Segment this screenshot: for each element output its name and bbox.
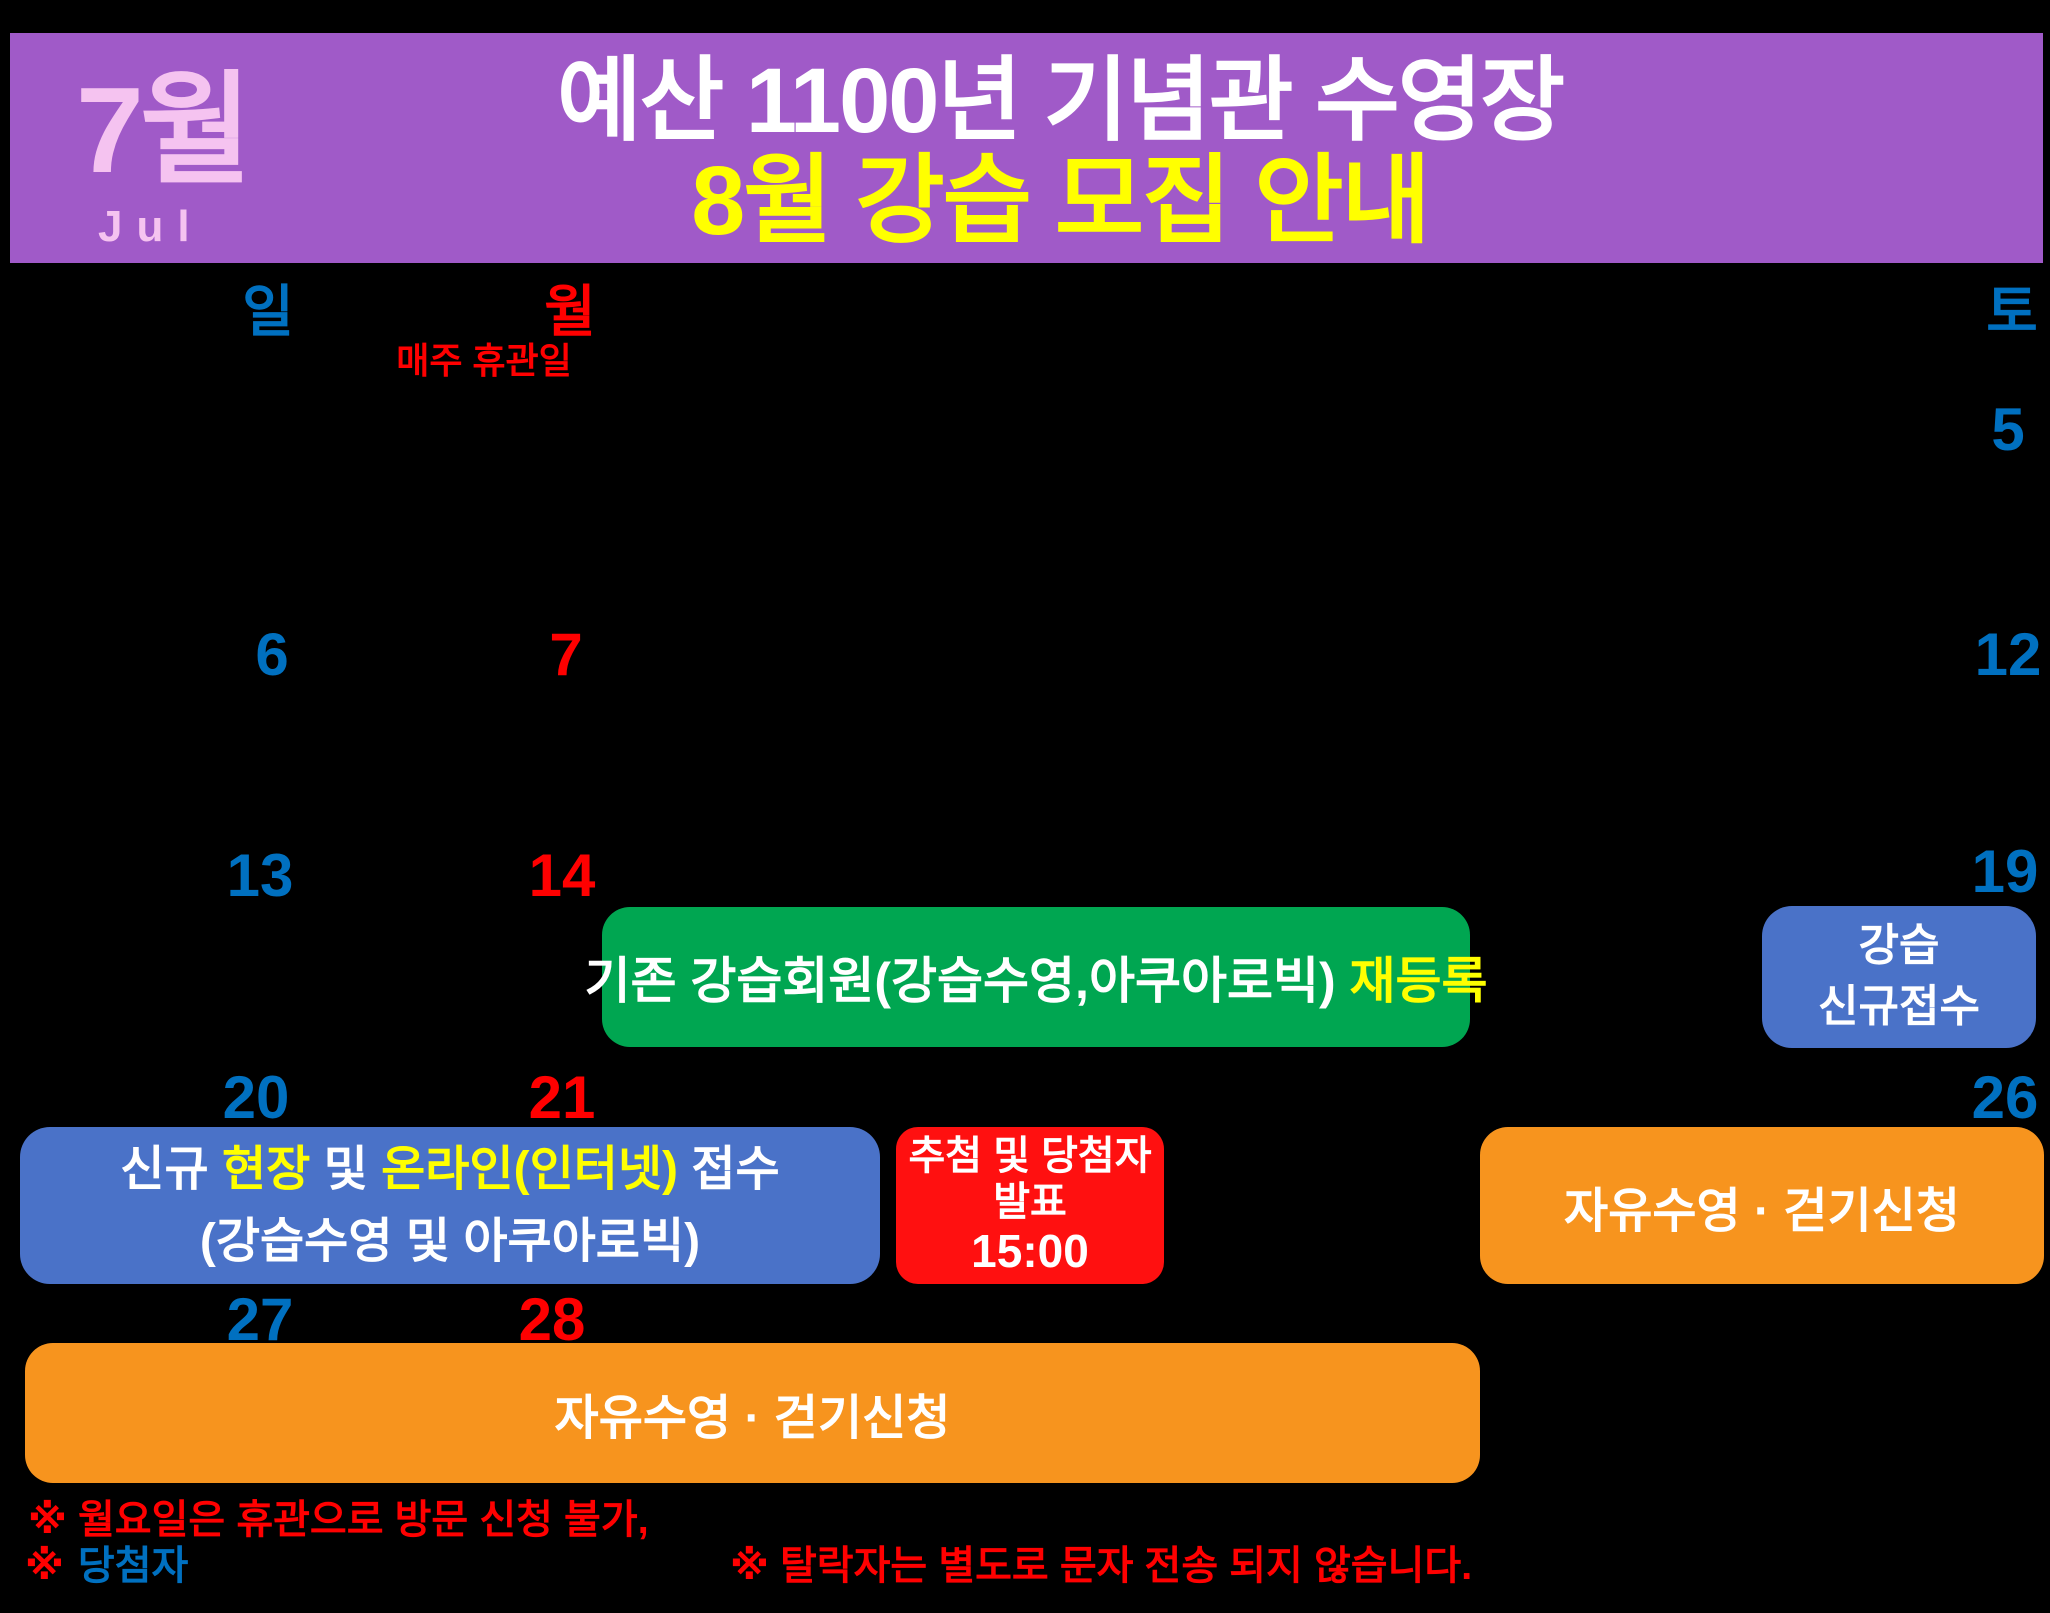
month-abbr: Jul: [98, 202, 204, 251]
date-cell-21: 21: [528, 1064, 596, 1131]
new-registration-line1: 신규 현장 및 온라인(인터넷) 접수: [120, 1142, 780, 1196]
date-cell-19: 19: [1971, 838, 2039, 905]
footnote-no-sms: ※ 탈락자는 별도로 문자 전송 되지 않습니다.: [730, 1544, 1473, 1588]
onsite-highlight: 현장: [221, 1142, 311, 1196]
date-cell-28: 28: [518, 1286, 586, 1353]
poster-title-line1: 예산 1100년 기념관 수영장: [556, 50, 1565, 152]
free-swim-bottom-bar: 자유수영 · 걷기신청: [25, 1343, 1480, 1483]
lesson-new-line1: 강습: [1858, 921, 1940, 971]
free-swim-bottom-text: 자유수영 · 걷기신청: [554, 1392, 951, 1445]
date-cell-13: 13: [226, 842, 294, 909]
lottery-announcement-bar: 추첨 및 당첨자 발표 15:00: [896, 1127, 1164, 1284]
monday-closed-note: 매주 휴관일: [396, 340, 572, 381]
lottery-line2: 발표: [993, 1180, 1067, 1225]
date-cell-12: 12: [1974, 621, 2042, 688]
date-cell-14: 14: [528, 842, 596, 909]
weekday-monday: 월: [544, 280, 596, 343]
reregistration-text: 기존 강습회원(강습수영,아쿠아로빅) 재등록: [584, 953, 1488, 1009]
lesson-new-line2: 신규접수: [1818, 982, 1980, 1031]
free-swim-right-bar: 자유수영 · 걷기신청: [1480, 1127, 2044, 1284]
footnote-winner-mark: ※: [25, 1544, 64, 1588]
reregistration-event-bar: 기존 강습회원(강습수영,아쿠아로빅) 재등록: [585, 907, 1488, 1047]
header-banner: 7월 Jul 예산 1100년 기념관 수영장 8월 강습 모집 안내: [10, 33, 2043, 263]
date-cell-7: 7: [549, 621, 583, 688]
date-cell-20: 20: [222, 1064, 290, 1131]
new-registration-bar: 신규 현장 및 온라인(인터넷) 접수 (강습수영 및 아쿠아로빅): [20, 1127, 880, 1284]
weekday-saturday: 토: [1986, 280, 2038, 343]
lesson-new-signup-bar: 강습 신규접수: [1762, 906, 2036, 1048]
free-swim-right-text: 자유수영 · 걷기신청: [1564, 1184, 1960, 1238]
weekday-sunday: 일: [242, 280, 294, 343]
footnote-winner-word: 당첨자: [77, 1544, 189, 1588]
date-cell-27: 27: [226, 1286, 294, 1353]
poster-title: 예산 1100년 기념관 수영장 8월 강습 모집 안내: [410, 51, 1710, 251]
date-cell-5: 5: [1991, 396, 2025, 463]
new-registration-line2: (강습수영 및 아쿠아로빅): [199, 1214, 701, 1268]
footnote-winner: ※ 당첨자: [25, 1546, 188, 1586]
month-label: 7월: [76, 62, 252, 198]
poster-title-line2: 8월 강습 모집 안내: [691, 146, 1430, 255]
date-cell-6: 6: [255, 621, 289, 688]
lottery-line1: 추첨 및 당첨자: [908, 1134, 1152, 1179]
online-highlight: 온라인(인터넷): [381, 1142, 679, 1196]
footnote-monday-closed: ※ 월요일은 휴관으로 방문 신청 불가,: [28, 1498, 649, 1542]
date-cell-26: 26: [1971, 1064, 2039, 1131]
reregistration-highlight: 재등록: [1349, 953, 1488, 1009]
lottery-time: 15:00: [971, 1225, 1089, 1278]
